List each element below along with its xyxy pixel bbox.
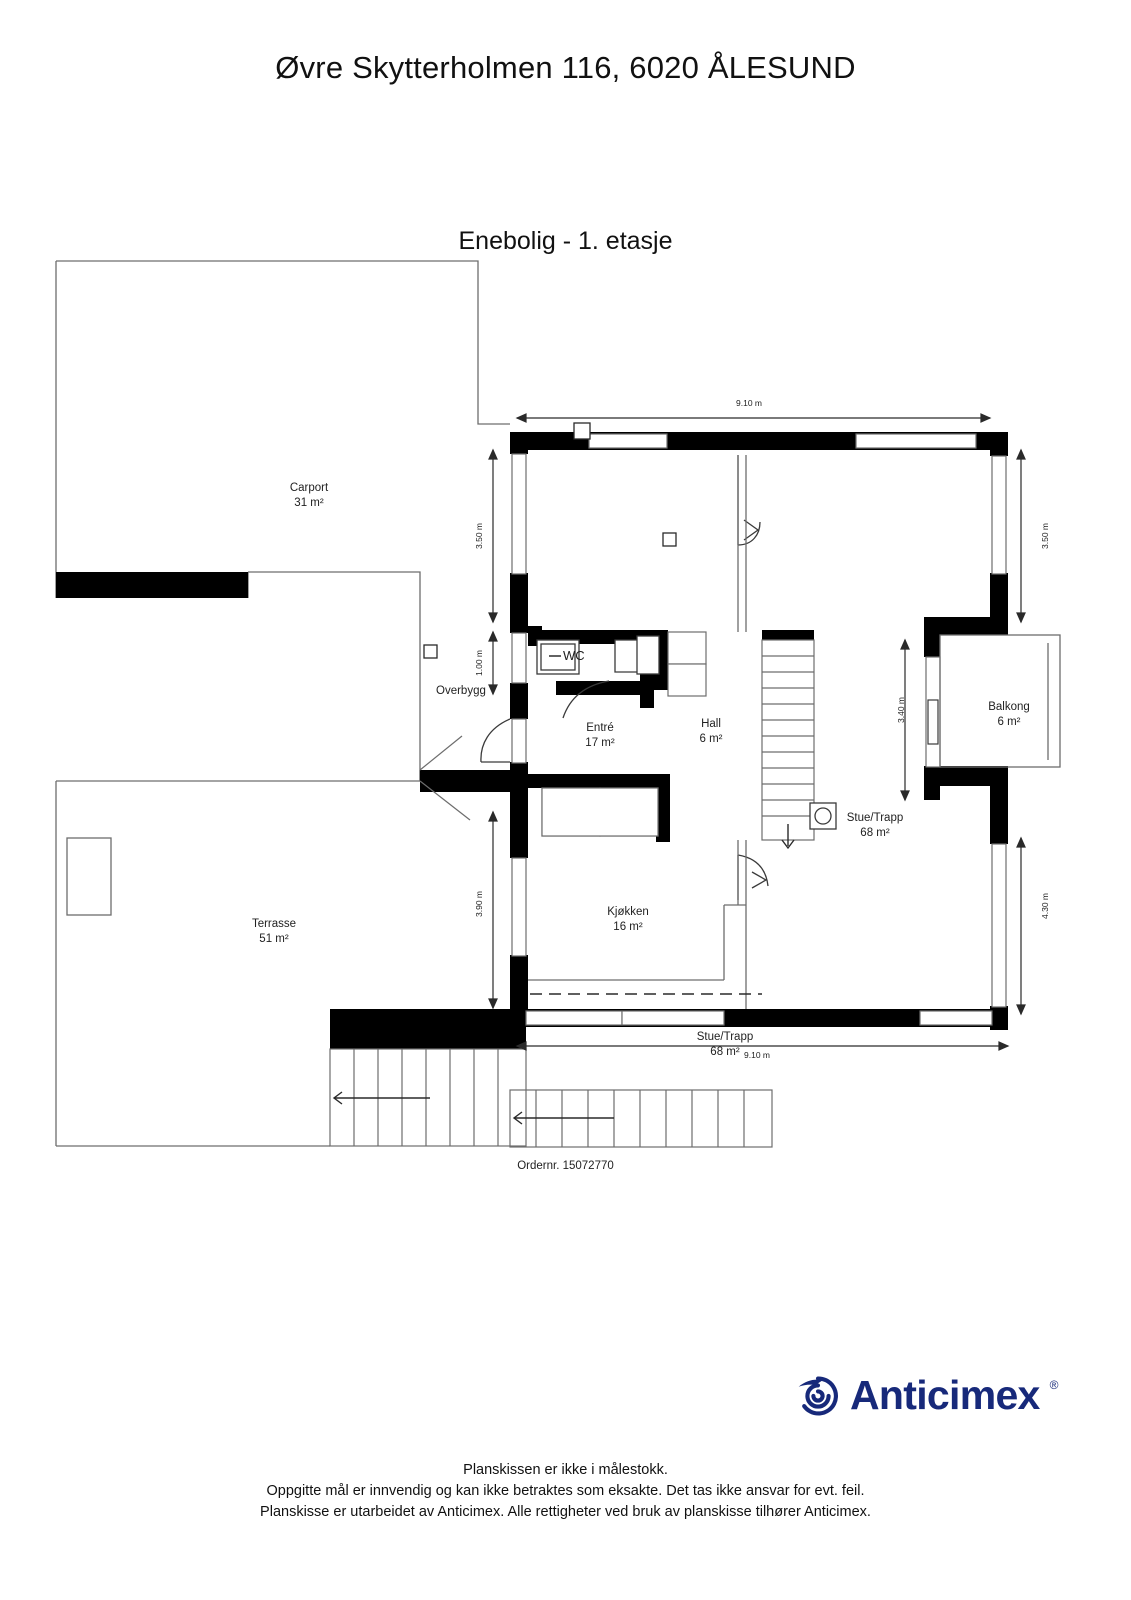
room-name: Hall	[701, 718, 721, 730]
dimension-label-right-lower: 4.30 m	[1040, 893, 1050, 919]
room-name: Terrasse	[251, 918, 297, 930]
dimension-label-right-middle: 3.40 m	[896, 697, 906, 723]
dimension-label-bottom: 9.10 m	[744, 1050, 770, 1060]
room-label-stue-trapp-upper: Stue/Trapp 68 m²	[820, 811, 930, 840]
footer-line-1: Planskissen er ikke i målestokk.	[463, 1462, 668, 1478]
room-label-terrasse: Terrasse 51 m²	[219, 917, 329, 946]
dimension-label-top: 9.10 m	[736, 398, 762, 408]
room-area: 17 m²	[585, 736, 615, 749]
anticimex-spiral-icon	[798, 1375, 838, 1416]
logo-registered-mark: ®	[1049, 1378, 1059, 1392]
room-label-hall: Hall 6 m²	[656, 717, 766, 746]
footer-line-3: Planskisse er utarbeidet av Anticimex. A…	[260, 1504, 871, 1520]
room-name: Stue/Trapp	[696, 1031, 754, 1043]
room-area: 6 m²	[997, 715, 1021, 728]
order-number: Ordernr. 15072770	[517, 1160, 614, 1172]
room-name: Balkong	[988, 701, 1030, 713]
room-label-kjokken: Kjøkken 16 m²	[573, 905, 683, 934]
room-name: Entré	[586, 722, 614, 734]
room-area: 68 m²	[860, 826, 890, 839]
room-name: Carport	[289, 482, 329, 494]
logo-wordmark: Anticimex	[850, 1372, 1040, 1418]
page-title: Øvre Skytterholmen 116, 6020 ÅLESUND	[275, 50, 856, 85]
dimension-label-right-upper: 3.50 m	[1040, 523, 1050, 549]
dimension-label-left-middle: 1.00 m	[474, 650, 484, 676]
room-area: 6 m²	[699, 732, 723, 745]
room-label-overbygg: Overbygg	[436, 685, 486, 697]
dimension-label-left-lower: 3.90 m	[474, 891, 484, 917]
footer-disclaimer: Planskissen er ikke i målestokk. Oppgitt…	[0, 1460, 1131, 1523]
room-label-balkong: Balkong 6 m²	[954, 700, 1064, 729]
room-area: 68 m²	[710, 1045, 740, 1058]
room-area: 51 m²	[259, 932, 289, 945]
dimension-label-left-upper: 3.50 m	[474, 523, 484, 549]
anticimex-logo: Anticimex ®	[795, 1372, 1059, 1419]
room-label-carport: Carport 31 m²	[249, 481, 369, 510]
plan-subtitle: Enebolig - 1. etasje	[458, 227, 673, 255]
room-label-stue-trapp-lower: Stue/Trapp 68 m²	[670, 1030, 780, 1059]
room-name: Stue/Trapp	[846, 812, 904, 824]
room-name: Kjøkken	[607, 906, 649, 918]
room-label-entre: Entré 17 m²	[545, 721, 655, 750]
room-area: 31 m²	[294, 496, 324, 509]
footer-line-2: Oppgitte mål er innvendig og kan ikke be…	[266, 1483, 865, 1499]
room-area: 16 m²	[613, 920, 643, 933]
room-label-wc: WC	[563, 648, 585, 663]
